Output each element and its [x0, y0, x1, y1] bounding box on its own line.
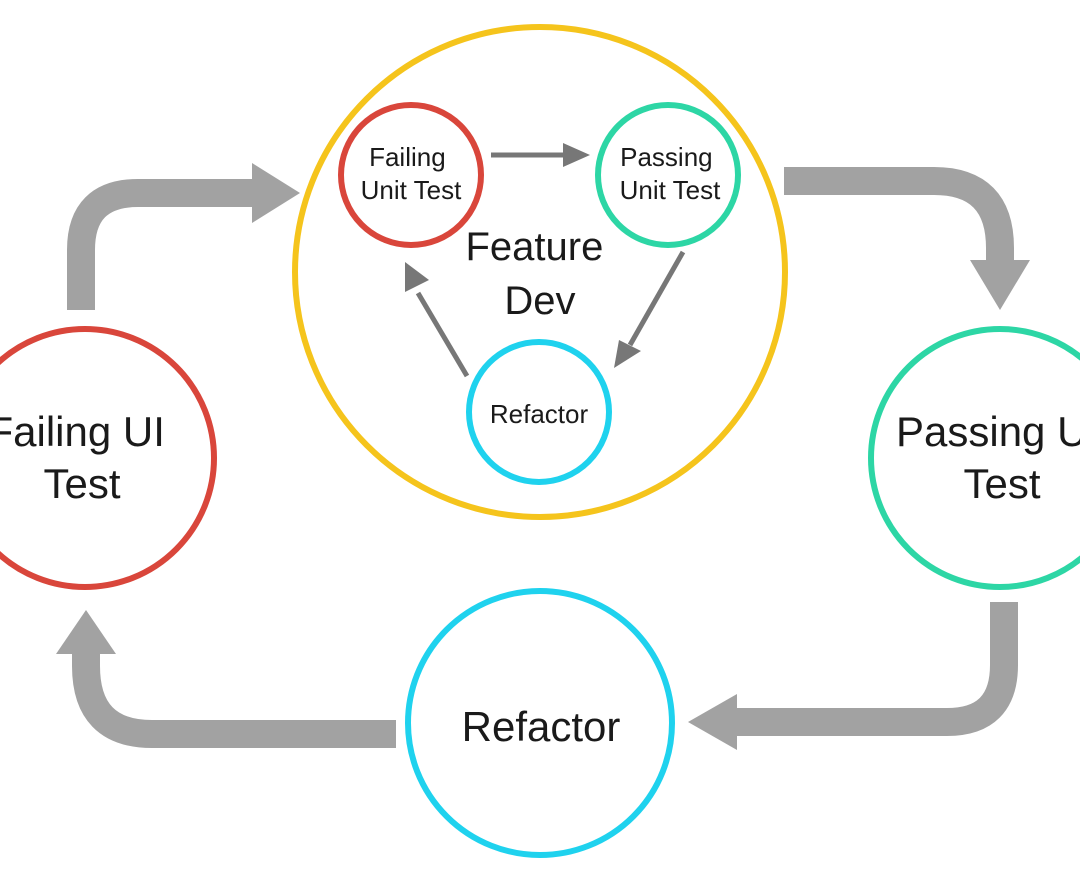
arrow-failing-ui-to-feature — [67, 179, 255, 310]
arrow-head-to-passing-ui — [970, 260, 1030, 310]
outer-refactor-circle — [405, 588, 675, 858]
arrow-head-to-inner-refactor — [614, 340, 641, 368]
arrow-head-to-refactor — [688, 694, 737, 750]
arrow-head-to-failing-unit — [405, 262, 429, 292]
arrow-feature-to-passing-ui — [784, 167, 1014, 262]
arrow-refactor-to-failing-unit — [415, 291, 470, 378]
outer-arrows — [56, 163, 1030, 750]
outer-refactor-label: Refactor — [462, 703, 621, 750]
failing-ui-test-label: Failing UI Test — [0, 408, 177, 507]
feature-dev-circle — [292, 24, 788, 520]
arrow-refactor-to-failing-ui — [72, 652, 396, 748]
inner-arrows — [405, 143, 686, 378]
arrow-head-to-feature — [252, 163, 300, 223]
passing-ui-test-label: Passing UI Test — [896, 408, 1080, 507]
passing-ui-test-circle — [868, 326, 1080, 590]
failing-unit-test-circle — [338, 102, 484, 248]
arrow-passing-unit-to-refactor — [627, 250, 686, 347]
failing-unit-test-label: Failing Unit Test — [361, 142, 462, 205]
feature-dev-label: Feature Dev — [466, 225, 615, 323]
inner-refactor-label: Refactor — [490, 399, 589, 429]
arrow-head-to-failing-ui — [56, 610, 116, 654]
passing-unit-test-label: Passing Unit Test — [620, 142, 721, 205]
failing-ui-test-circle — [0, 326, 217, 590]
passing-unit-test-circle — [595, 102, 741, 248]
inner-refactor-circle — [466, 339, 612, 485]
arrow-head-to-passing-unit — [563, 143, 590, 167]
arrow-passing-ui-to-refactor — [735, 602, 1018, 736]
